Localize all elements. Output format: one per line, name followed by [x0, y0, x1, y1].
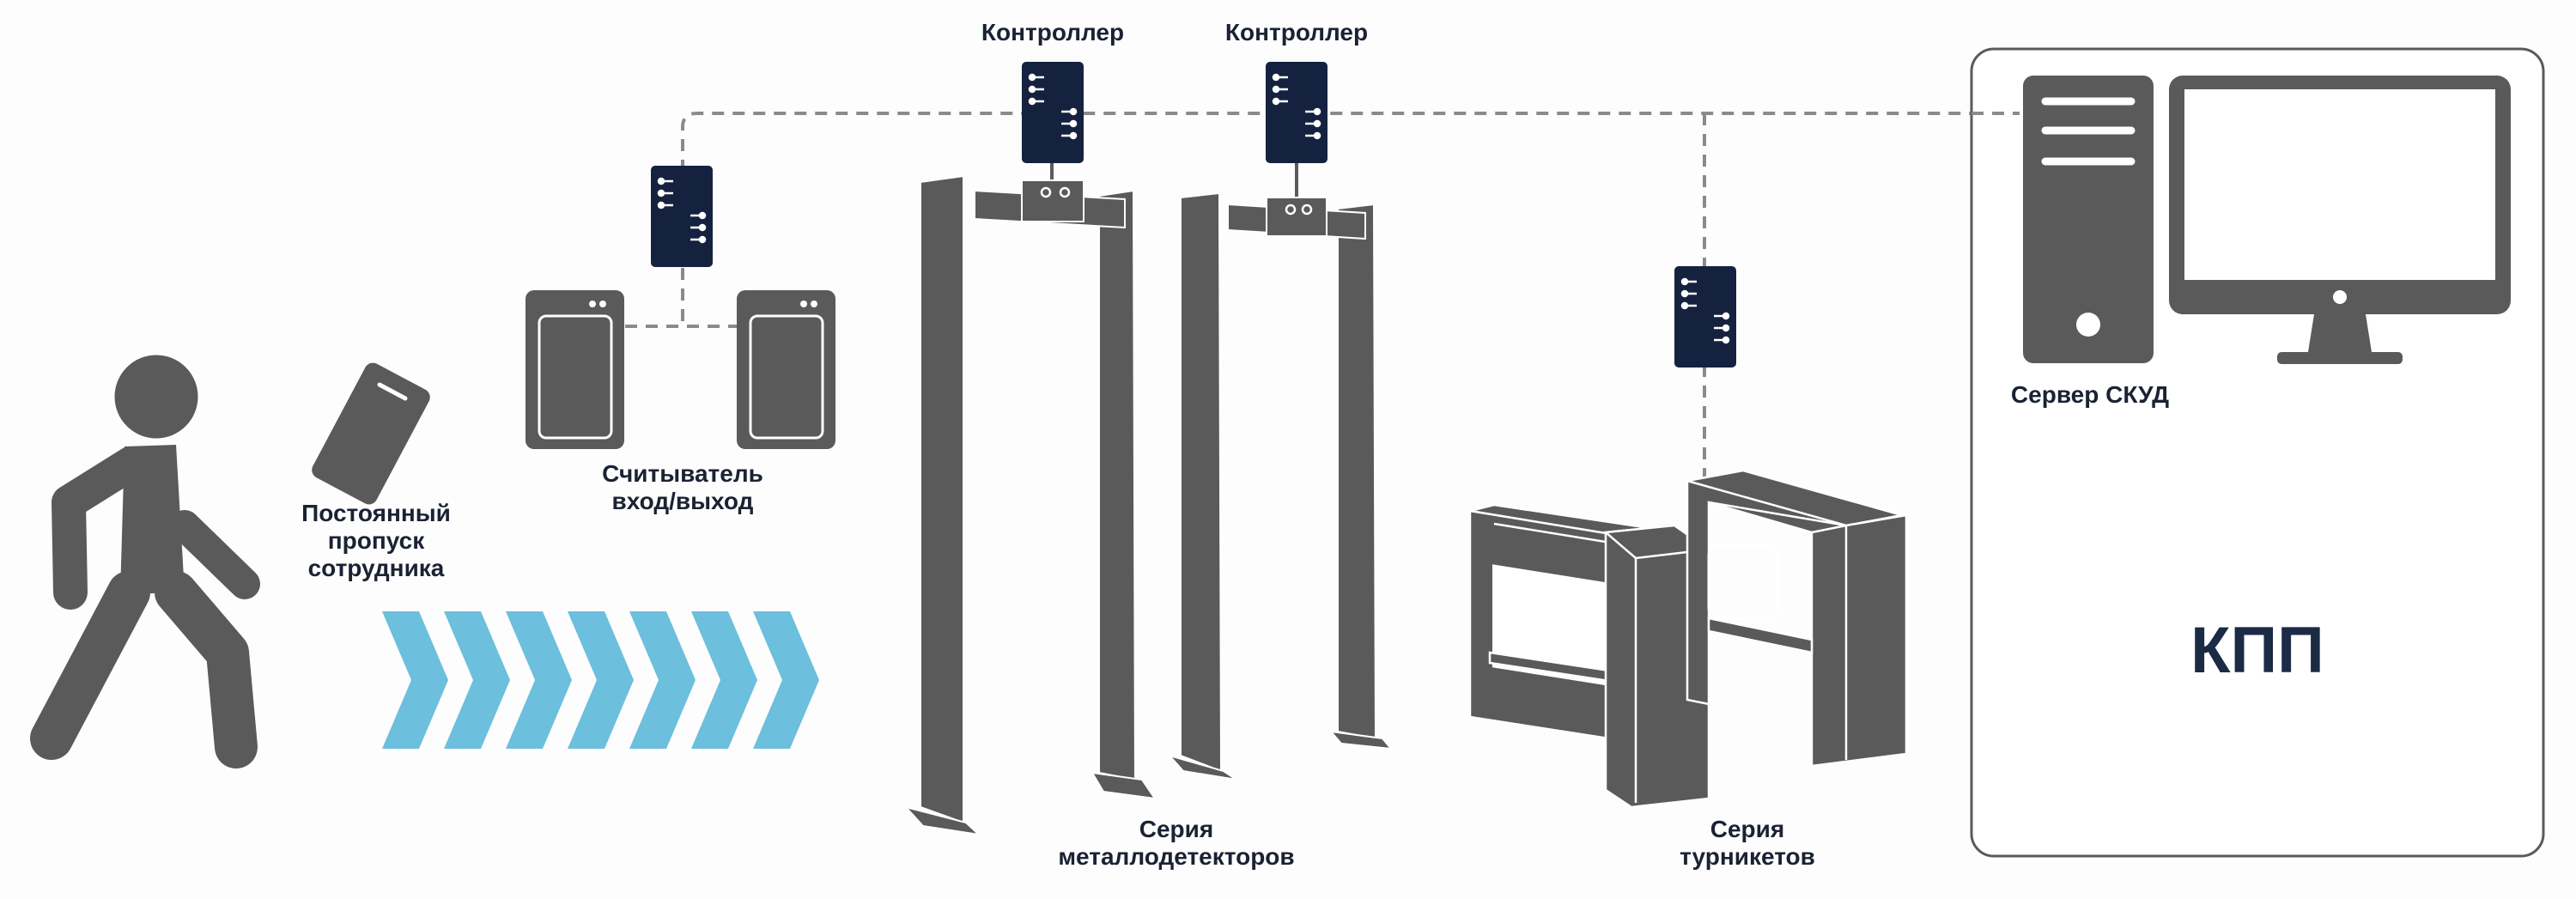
controller-detector-1	[1022, 62, 1084, 163]
controller-detector-2	[1266, 62, 1327, 163]
walking-person-icon	[30, 355, 260, 768]
turnstiles-label: Серия турникетов	[1680, 816, 1815, 870]
card-reader-left	[526, 290, 624, 449]
turnstile-icon	[1468, 503, 1712, 809]
direction-chevrons-icon	[382, 611, 819, 749]
pass-label: Постоянный пропуск сотрудника	[301, 500, 451, 581]
metal-detector-frame-icon-2	[1166, 191, 1394, 781]
card-reader-right	[737, 290, 835, 449]
metal-detector-frame-icon	[903, 174, 1157, 836]
controller-label-2: Контроллер	[1224, 19, 1369, 46]
turnstile-icon-2	[1686, 469, 1908, 768]
controller-reader	[651, 166, 713, 267]
server-tower-icon	[2023, 76, 2154, 363]
monitor-icon	[2169, 76, 2511, 364]
controller-stems	[1050, 163, 1298, 199]
access-card-icon	[312, 362, 430, 505]
bus-line	[681, 112, 2020, 172]
reader-label: Считыватель вход/выход	[602, 460, 763, 514]
server-label: Сервер СКУД	[2010, 381, 2170, 408]
controller-turnstile	[1674, 266, 1736, 367]
detectors-label: Серия металлодетекторов	[1058, 816, 1295, 870]
controller-label-1: Контроллер	[981, 19, 1125, 46]
checkpoint-label: КПП	[2190, 614, 2324, 687]
